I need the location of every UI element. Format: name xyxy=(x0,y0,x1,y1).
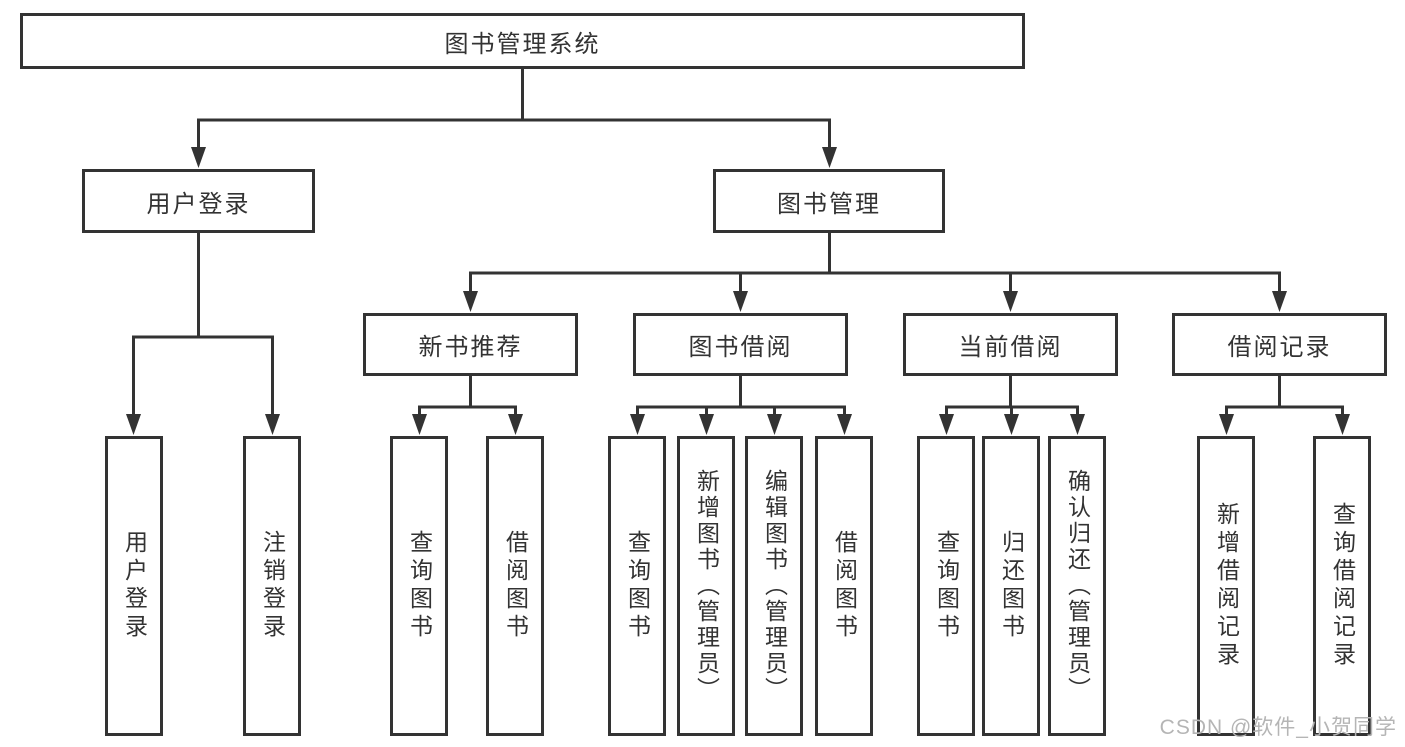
node-user-login: 用户登录 xyxy=(82,169,315,233)
node-borrow-records: 借阅记录 xyxy=(1172,313,1387,376)
leaf-query-books-recommend: 查询图书 xyxy=(390,436,448,736)
connector-root xyxy=(197,68,831,152)
leaf-borrow-books-recommend: 借阅图书 xyxy=(486,436,544,736)
node-new-book-recommend: 新书推荐 xyxy=(363,313,578,376)
connector-borrow-records xyxy=(1225,376,1344,420)
leaf-add-book-admin: 新增图书（管理员） xyxy=(677,436,735,736)
csdn-watermark: CSDN @软件_小贺同学 xyxy=(1159,716,1397,739)
leaf-confirm-return-admin: 确认归还（管理员） xyxy=(1048,436,1106,736)
leaf-add-borrow-record: 新增借阅记录 xyxy=(1197,436,1255,736)
node-book-management: 图书管理 xyxy=(713,169,945,233)
leaf-query-books-borrow: 查询图书 xyxy=(608,436,666,736)
leaf-borrow-books: 借阅图书 xyxy=(815,436,873,736)
connector-new-book-recommend xyxy=(418,376,517,420)
leaf-query-books-current: 查询图书 xyxy=(917,436,975,736)
node-book-borrow: 图书借阅 xyxy=(633,313,848,376)
connector-book-management xyxy=(469,233,1281,296)
node-library-management-system: 图书管理系统 xyxy=(20,13,1025,69)
connector-book-borrow xyxy=(636,376,846,420)
node-current-borrow: 当前借阅 xyxy=(903,313,1118,376)
leaf-edit-book-admin: 编辑图书（管理员） xyxy=(745,436,803,736)
leaf-return-books: 归还图书 xyxy=(982,436,1040,736)
connector-current-borrow xyxy=(945,376,1079,420)
leaf-logout: 注销登录 xyxy=(243,436,301,736)
leaf-query-borrow-record: 查询借阅记录 xyxy=(1313,436,1371,736)
connector-user-login xyxy=(132,233,274,420)
leaf-user-login: 用户登录 xyxy=(105,436,163,736)
